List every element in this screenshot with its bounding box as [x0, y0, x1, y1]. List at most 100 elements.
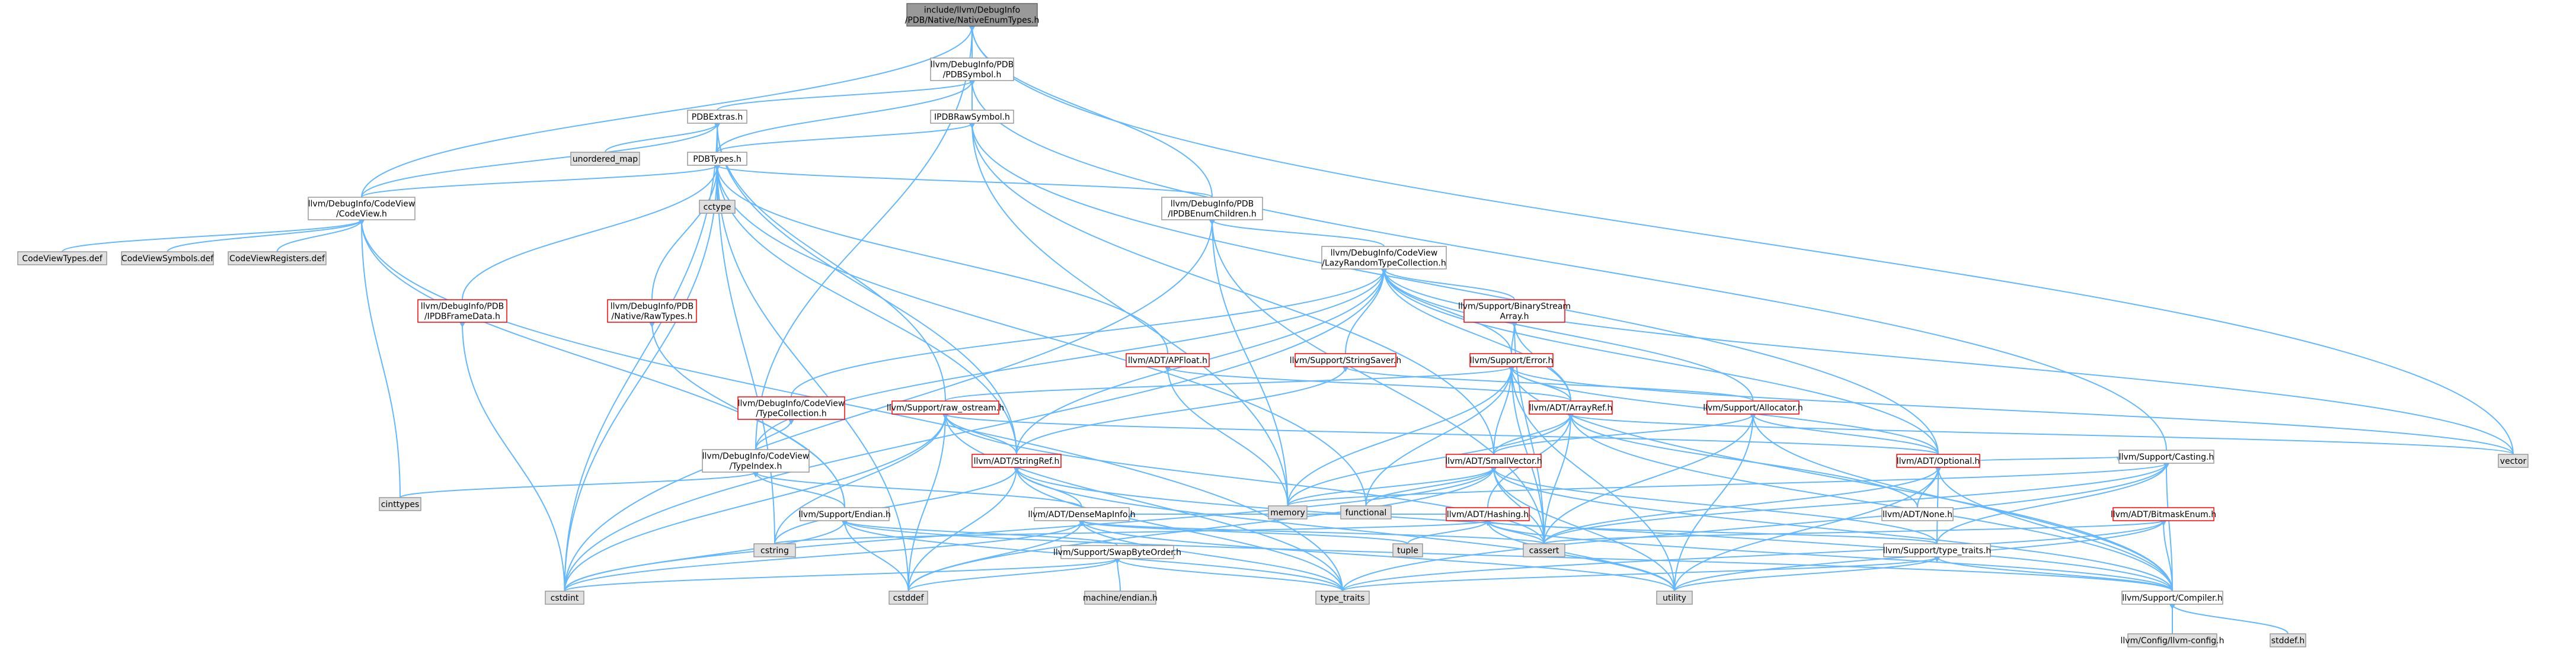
edge-arrow-rawtypes-to-endian — [649, 322, 655, 328]
node-typeindex[interactable]: llvm/DebugInfo/CodeView/TypeIndex.h — [702, 449, 810, 473]
node-llvmconfig[interactable]: llvm/Config/llvm-config.h — [2121, 633, 2225, 647]
edge-allocator-to-utility — [1674, 413, 1754, 592]
edge-pdbtypes-to-functional — [717, 165, 1367, 506]
node-label-tuple-0: tuple — [1397, 546, 1418, 556]
node-pdbextras[interactable]: PDBExtras.h — [687, 110, 747, 124]
node-box-lazyrandom — [1321, 246, 1447, 270]
edge-arrow-typeindex-to-densemapinfo — [753, 472, 759, 477]
node-unordered_map[interactable]: unordered_map — [570, 152, 640, 166]
node-cvtypes[interactable]: CodeViewTypes.def — [17, 251, 107, 265]
node-root[interactable]: include/llvm/DebugInfo/PDB/Native/Native… — [905, 3, 1040, 27]
node-casting[interactable]: llvm/Support/Casting.h — [2118, 450, 2214, 464]
node-stringsaver[interactable]: llvm/Support/StringSaver.h — [1290, 353, 1401, 367]
node-label-hashing-0: llvm/ADT/Hashing.h — [1447, 510, 1529, 519]
node-label-cvregisters-0: CodeViewRegisters.def — [229, 254, 325, 264]
node-label-cstring-0: cstring — [760, 546, 789, 556]
node-allocator[interactable]: llvm/Support/Allocator.h — [1703, 400, 1803, 415]
node-box-allocator — [1706, 400, 1800, 415]
node-smallvector[interactable]: llvm/ADT/SmallVector.h — [1445, 454, 1542, 468]
node-pdbtypes[interactable]: PDBTypes.h — [687, 152, 747, 166]
node-densemapinfo[interactable]: llvm/ADT/DenseMapInfo.h — [1028, 507, 1136, 521]
node-stddef[interactable]: stddef.h — [2270, 633, 2306, 647]
node-box-pdbextras — [687, 110, 747, 124]
edge-stringref-to-compiler — [1016, 467, 2173, 592]
node-codeview[interactable]: llvm/DebugInfo/CodeView/CodeView.h — [308, 197, 416, 220]
node-cstddef[interactable]: cstddef — [889, 591, 928, 605]
node-label-ipdbframedata-1: /IPDBFrameData.h — [424, 312, 500, 322]
edge-arrayref-to-memory — [1287, 413, 1571, 506]
node-compiler[interactable]: llvm/Support/Compiler.h — [2121, 591, 2223, 605]
node-hashing[interactable]: llvm/ADT/Hashing.h — [1446, 507, 1530, 521]
node-raw_ostream[interactable]: llvm/Support/raw_ostream.h — [887, 400, 1004, 415]
node-box-pdbsymbol — [930, 57, 1014, 81]
node-swapbyteorder[interactable]: llvm/Support/SwapByteOrder.h — [1053, 545, 1181, 559]
node-cvregisters[interactable]: CodeViewRegisters.def — [228, 251, 327, 265]
edge-error-to-functional — [1365, 366, 1512, 506]
edge-lazyrandom-to-typecollection — [791, 268, 1385, 397]
edge-typecollection-to-typeindex — [755, 419, 792, 450]
node-box-pdbtypes — [687, 152, 747, 166]
node-functional[interactable]: functional — [1340, 505, 1392, 519]
edge-codeview-to-cinttypes — [361, 219, 401, 498]
edge-raw_ostream-to-cstdint — [564, 413, 946, 592]
node-optional[interactable]: llvm/ADT/Optional.h — [1896, 454, 1980, 468]
edge-pdbtypes-to-cstdint — [564, 165, 718, 592]
node-ipdbenumchildren[interactable]: llvm/DebugInfo/PDB/IPDBEnumChildren.h — [1161, 197, 1263, 220]
node-rawtypes[interactable]: llvm/DebugInfo/PDB/Native/RawTypes.h — [607, 299, 697, 323]
edge-arrow-raw_ostream-to-type_traits — [942, 414, 948, 419]
node-stringref[interactable]: llvm/ADT/StringRef.h — [971, 454, 1062, 468]
edge-error-to-vector — [1511, 366, 2514, 455]
node-label-llvmconfig-0: llvm/Config/llvm-config.h — [2121, 636, 2225, 646]
node-type_traits_h[interactable]: llvm/Support/type_traits.h — [1883, 543, 1992, 557]
edge-codeview-to-cvregisters — [276, 219, 362, 252]
edge-pdbextras-to-cstdint — [564, 123, 718, 592]
node-lazyrandom[interactable]: llvm/DebugInfo/CodeView/LazyRandomTypeCo… — [1321, 246, 1447, 270]
edge-allocator-to-cassert — [1543, 413, 1754, 544]
edge-arrow-smallvector-to-utility — [1491, 467, 1497, 473]
node-ipdbframedata[interactable]: llvm/DebugInfo/PDB/IPDBFrameData.h — [417, 299, 507, 323]
edge-arrow-pdbsymbol-to-casting — [969, 81, 975, 86]
node-box-raw_ostream — [891, 400, 999, 415]
node-apfloat[interactable]: llvm/ADT/APFloat.h — [1126, 353, 1210, 367]
node-label-optional-0: llvm/ADT/Optional.h — [1897, 457, 1980, 466]
node-box-swapbyteorder — [1060, 545, 1174, 559]
node-cvsymbols[interactable]: CodeViewSymbols.def — [121, 251, 214, 265]
edge-optional-to-type_traits_h — [1936, 467, 1939, 544]
node-bitmaskenum[interactable]: llvm/ADT/BitmaskEnum.h — [2111, 507, 2216, 521]
node-label-codeview-0: llvm/DebugInfo/CodeView — [308, 200, 416, 209]
edge-optional-to-compiler — [1938, 467, 2173, 592]
edge-pdbsymbol-to-pdbtypes — [717, 80, 973, 153]
node-pdbsymbol[interactable]: llvm/DebugInfo/PDB/PDBSymbol.h — [930, 57, 1014, 81]
node-arrayref[interactable]: llvm/ADT/ArrayRef.h — [1529, 400, 1613, 415]
node-cassert[interactable]: cassert — [1523, 543, 1565, 557]
node-memory[interactable]: memory — [1268, 505, 1308, 519]
node-ipdbrawsymbol[interactable]: IPDBRawSymbol.h — [930, 110, 1014, 124]
edge-arrow-lazyrandom-to-cstdint — [1381, 269, 1387, 274]
node-error[interactable]: llvm/Support/Error.h — [1469, 353, 1554, 367]
node-typecollection[interactable]: llvm/DebugInfo/CodeView/TypeCollection.h — [737, 396, 845, 420]
node-box-none — [1881, 507, 1954, 521]
node-endian[interactable]: llvm/Support/Endian.h — [798, 507, 891, 521]
node-cctype[interactable]: cctype — [699, 200, 736, 214]
node-cstring[interactable]: cstring — [753, 543, 796, 557]
edge-arrayref-to-smallvector — [1493, 413, 1571, 455]
node-label-cstdint-0: cstdint — [551, 594, 579, 603]
node-machine_endian[interactable]: machine/endian.h — [1083, 591, 1158, 605]
edge-arrow-hashing-to-compiler — [1485, 521, 1491, 526]
node-label-stringref-0: llvm/ADT/StringRef.h — [974, 457, 1060, 466]
node-box-hashing — [1446, 507, 1530, 521]
edge-bitmaskenum-to-type_traits — [1342, 520, 2164, 592]
edge-casting-to-cassert — [1543, 463, 2167, 544]
edge-pdbtypes-to-cstring — [717, 165, 775, 544]
node-type_traits[interactable]: type_traits — [1315, 591, 1370, 605]
node-tuple[interactable]: tuple — [1392, 543, 1423, 557]
node-box-optional — [1896, 454, 1980, 468]
node-utility[interactable]: utility — [1656, 591, 1693, 605]
node-none[interactable]: llvm/ADT/None.h — [1881, 507, 1954, 521]
node-cinttypes[interactable]: cinttypes — [379, 497, 421, 511]
edge-raw_ostream-to-type_traits — [945, 413, 1343, 592]
edge-raw_ostream-to-cstring — [774, 413, 946, 544]
node-vector[interactable]: vector — [2498, 454, 2529, 468]
node-cstdint[interactable]: cstdint — [545, 591, 584, 605]
